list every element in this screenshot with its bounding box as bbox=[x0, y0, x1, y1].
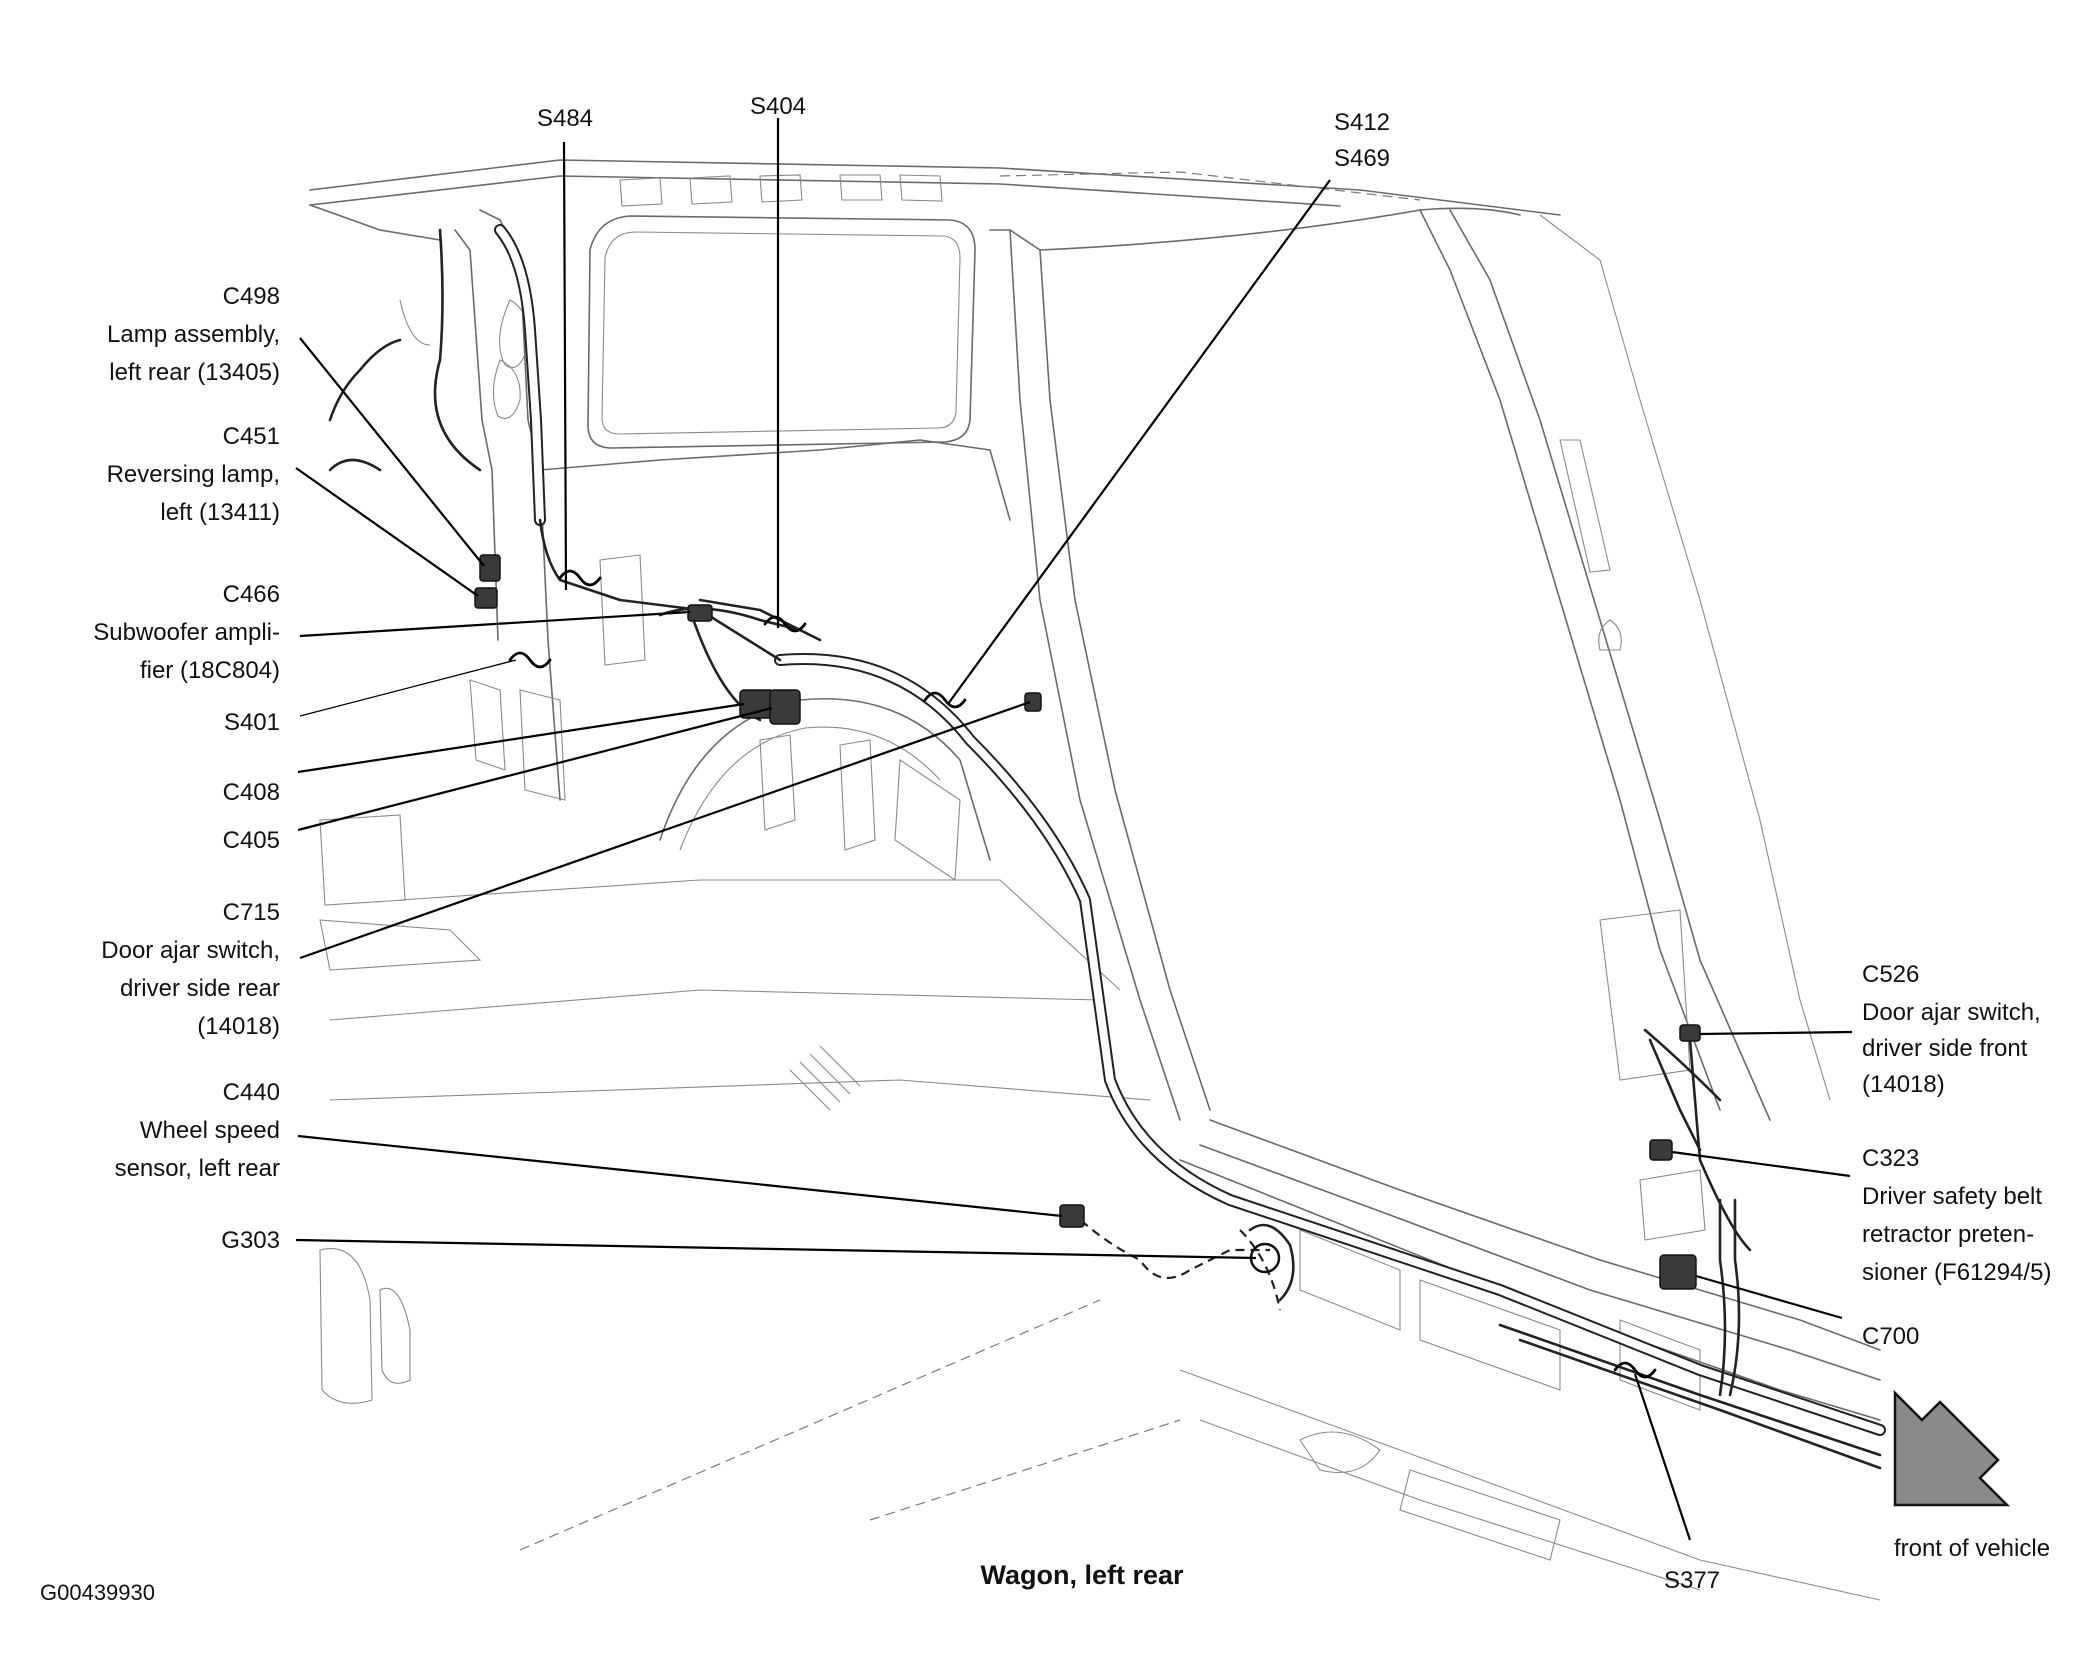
svg-text:driver side rear: driver side rear bbox=[120, 975, 280, 1002]
svg-text:Door ajar switch,: Door ajar switch, bbox=[1862, 999, 2041, 1026]
label-c323: C323 Driver safety belt retractor preten… bbox=[1862, 1145, 2051, 1286]
svg-text:Driver safety belt: Driver safety belt bbox=[1862, 1183, 2042, 1210]
svg-text:Wheel speed: Wheel speed bbox=[140, 1117, 280, 1144]
component-labels: S484 S404 S412 S469 C498 Lamp assembly, … bbox=[40, 93, 2051, 1605]
wiring-harness bbox=[328, 224, 1886, 1470]
svg-text:(14018): (14018) bbox=[197, 1013, 280, 1040]
label-c408: C408 bbox=[223, 779, 280, 806]
connector-c466-body bbox=[687, 604, 713, 622]
svg-text:sioner (F61294/5): sioner (F61294/5) bbox=[1862, 1259, 2051, 1286]
splice-s401-symbol bbox=[508, 651, 552, 669]
svg-text:retractor preten-: retractor preten- bbox=[1862, 1221, 2034, 1248]
front-direction-arrow-icon bbox=[1893, 1389, 2011, 1507]
label-c440: C440 Wheel speed sensor, left rear bbox=[115, 1079, 280, 1182]
svg-text:C526: C526 bbox=[1862, 961, 1919, 988]
front-of-vehicle-label: front of vehicle bbox=[1894, 1535, 2050, 1562]
connector-c526-body bbox=[1679, 1024, 1701, 1042]
vehicle-body-outline bbox=[309, 159, 1881, 1601]
label-s484: S484 bbox=[537, 105, 593, 132]
svg-text:sensor, left rear: sensor, left rear bbox=[115, 1155, 280, 1182]
diagram-caption: Wagon, left rear bbox=[980, 1560, 1184, 1590]
svg-text:C498: C498 bbox=[223, 283, 280, 310]
leader-lines bbox=[295, 118, 1853, 1541]
connector-bodies bbox=[474, 554, 1701, 1290]
label-s401: S401 bbox=[224, 709, 280, 736]
splice-s404-symbol bbox=[763, 615, 807, 633]
label-s469: S469 bbox=[1334, 145, 1390, 172]
svg-text:(14018): (14018) bbox=[1862, 1071, 1945, 1098]
svg-text:driver side front: driver side front bbox=[1862, 1035, 2028, 1062]
connector-c700-body bbox=[1659, 1254, 1697, 1290]
svg-text:C451: C451 bbox=[223, 423, 280, 450]
svg-text:C440: C440 bbox=[223, 1079, 280, 1106]
connector-c323-body bbox=[1649, 1139, 1673, 1161]
svg-text:Reversing lamp,: Reversing lamp, bbox=[107, 461, 280, 488]
label-c405: C405 bbox=[223, 827, 280, 854]
svg-text:Subwoofer ampli-: Subwoofer ampli- bbox=[93, 619, 280, 646]
connector-c405-body bbox=[769, 689, 801, 725]
svg-text:fier (18C804): fier (18C804) bbox=[140, 657, 280, 684]
connector-c498-body bbox=[479, 554, 501, 582]
label-c451: C451 Reversing lamp, left (13411) bbox=[107, 423, 280, 526]
label-s404: S404 bbox=[750, 93, 806, 120]
svg-text:C715: C715 bbox=[223, 899, 280, 926]
connector-c451-body bbox=[474, 587, 498, 609]
label-c466: C466 Subwoofer ampli- fier (18C804) bbox=[93, 581, 280, 684]
connector-c715-body bbox=[1024, 692, 1042, 712]
splice-s377-symbol bbox=[1613, 1361, 1657, 1379]
label-c715: C715 Door ajar switch, driver side rear … bbox=[101, 899, 280, 1040]
label-c498: C498 Lamp assembly, left rear (13405) bbox=[107, 283, 280, 386]
label-s412: S412 bbox=[1334, 109, 1390, 136]
svg-text:C466: C466 bbox=[223, 581, 280, 608]
label-s377: S377 bbox=[1664, 1567, 1720, 1594]
svg-text:C323: C323 bbox=[1862, 1145, 1919, 1172]
svg-text:left rear (13405): left rear (13405) bbox=[109, 359, 280, 386]
splice-s412-symbol bbox=[923, 691, 967, 709]
figure-id: G00439930 bbox=[40, 1580, 155, 1605]
label-c700: C700 bbox=[1862, 1323, 1919, 1350]
connector-c440-body bbox=[1059, 1204, 1085, 1228]
svg-text:Lamp assembly,: Lamp assembly, bbox=[107, 321, 280, 348]
svg-text:left (13411): left (13411) bbox=[160, 499, 280, 526]
label-g303: G303 bbox=[221, 1227, 280, 1254]
splice-symbols bbox=[508, 569, 1657, 1379]
label-c526: C526 Door ajar switch, driver side front… bbox=[1862, 961, 2041, 1098]
svg-text:Door ajar switch,: Door ajar switch, bbox=[101, 937, 280, 964]
